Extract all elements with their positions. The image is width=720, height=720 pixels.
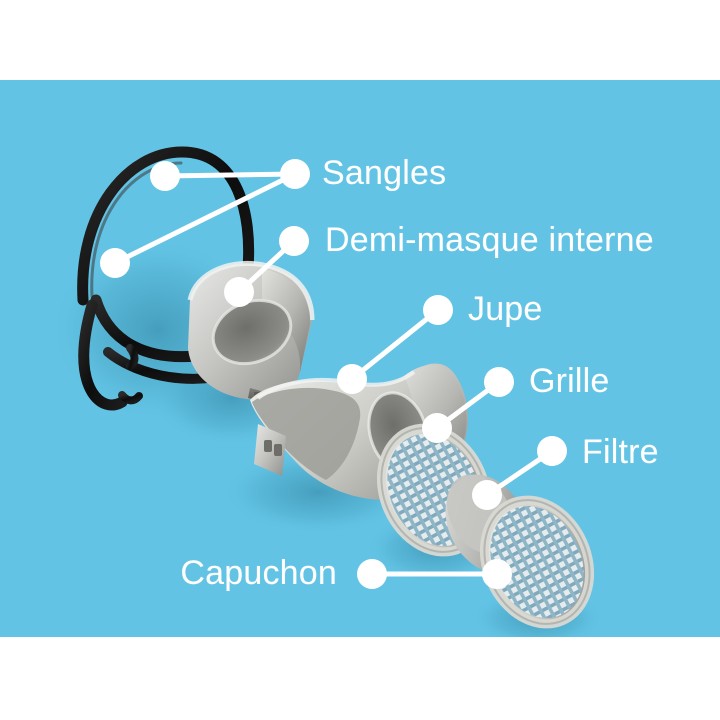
callout-label-demi-masque-interne: Demi-masque interne [325,221,654,259]
callout-demi-masque-interne[interactable] [224,226,309,307]
photo-background-band [0,80,720,637]
callout-hub-dot-grille[interactable] [484,367,514,397]
callout-target-dot-demi-masque-interne-1[interactable] [224,277,254,307]
callout-target-dot-capuchon-1[interactable] [482,559,512,589]
callout-target-dot-jupe-1[interactable] [337,364,367,394]
callout-hub-dot-filtre[interactable] [537,436,567,466]
callout-layer [100,159,567,589]
callout-target-dot-sangles-1[interactable] [150,161,180,191]
callout-line-jupe [349,307,441,382]
callout-hub-dot-capuchon[interactable] [357,559,387,589]
callout-target-dot-filtre-1[interactable] [472,480,502,510]
callout-target-dot-grille-1[interactable] [422,413,452,443]
callout-label-jupe: Jupe [468,290,543,328]
callout-line-sangles [112,171,298,266]
callout-label-sangles: Sangles [322,154,447,192]
callout-hub-dot-sangles[interactable] [280,159,310,189]
inner-half-mask [187,260,315,404]
callout-target-dot-sangles-2[interactable] [100,248,130,278]
callout-filtre[interactable] [472,436,567,510]
callout-hub-dot-demi-masque-interne[interactable] [279,226,309,256]
callout-label-grille: Grille [529,362,610,400]
callout-line-sangles [162,171,298,179]
exploded-product-photo [50,146,604,637]
callout-hub-dot-jupe[interactable] [423,295,453,325]
callout-jupe[interactable] [337,295,453,394]
callout-grille[interactable] [422,367,514,443]
callout-label-filtre: Filtre [582,433,659,471]
callout-capuchon[interactable] [357,559,512,589]
callout-sangles[interactable] [100,159,310,278]
callout-label-capuchon: Capuchon [180,554,337,592]
